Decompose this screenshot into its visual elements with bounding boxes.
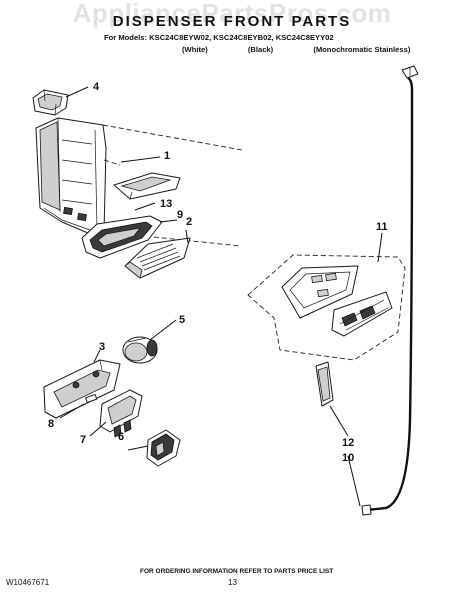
callout-10: 10 <box>342 452 354 464</box>
part-grille-insert-2 <box>124 237 191 279</box>
callout-12: 12 <box>342 437 354 449</box>
callout-3: 3 <box>99 341 105 353</box>
callout-1: 1 <box>164 150 170 162</box>
variant-black: (Black) <box>247 45 274 54</box>
variant-white: (White) <box>182 45 208 54</box>
variant-stainless: (Monochromatic Stainless) <box>313 45 411 54</box>
callout-6: 6 <box>118 431 124 443</box>
alignment-line <box>105 231 241 247</box>
part-switch-7 <box>99 389 143 438</box>
leader-lines <box>59 86 383 507</box>
part-bracket-4 <box>32 89 69 116</box>
callout-2: 2 <box>186 216 192 228</box>
callout-9: 9 <box>177 209 183 221</box>
part-water-tube-10 <box>361 65 419 516</box>
page-number: 13 <box>228 578 237 587</box>
part-drip-tray-1 <box>113 172 181 200</box>
part-control-board-group-11 <box>247 254 406 361</box>
part-button-pad-6 <box>146 429 181 467</box>
alignment-line <box>102 124 243 151</box>
callout-11: 11 <box>376 221 388 233</box>
callout-5: 5 <box>179 314 185 326</box>
ordering-note: FOR ORDERING INFORMATION REFER TO PARTS … <box>140 568 334 575</box>
watermark-text: AppliancePartsPros.com <box>72 0 392 28</box>
callout-4: 4 <box>93 81 100 93</box>
model-list: For Models: KSC24C8EYW02, KSC24C8EYB02, … <box>104 33 334 42</box>
part-pad-12 <box>315 361 334 407</box>
document-number: W10467671 <box>6 578 50 587</box>
alignment-line <box>103 159 121 166</box>
page-title: DISPENSER FRONT PARTS <box>112 13 352 30</box>
part-tray-grille-9-13 <box>81 215 163 259</box>
callout-13: 13 <box>160 198 172 210</box>
part-switch-bracket-3-8 <box>43 359 121 419</box>
part-actuator-5 <box>122 336 158 364</box>
dispenser-housing <box>35 117 107 237</box>
callout-7: 7 <box>80 434 86 446</box>
callout-8: 8 <box>48 418 54 430</box>
model-variants: (White) (Black) (Monochromatic Stainless… <box>182 45 410 54</box>
